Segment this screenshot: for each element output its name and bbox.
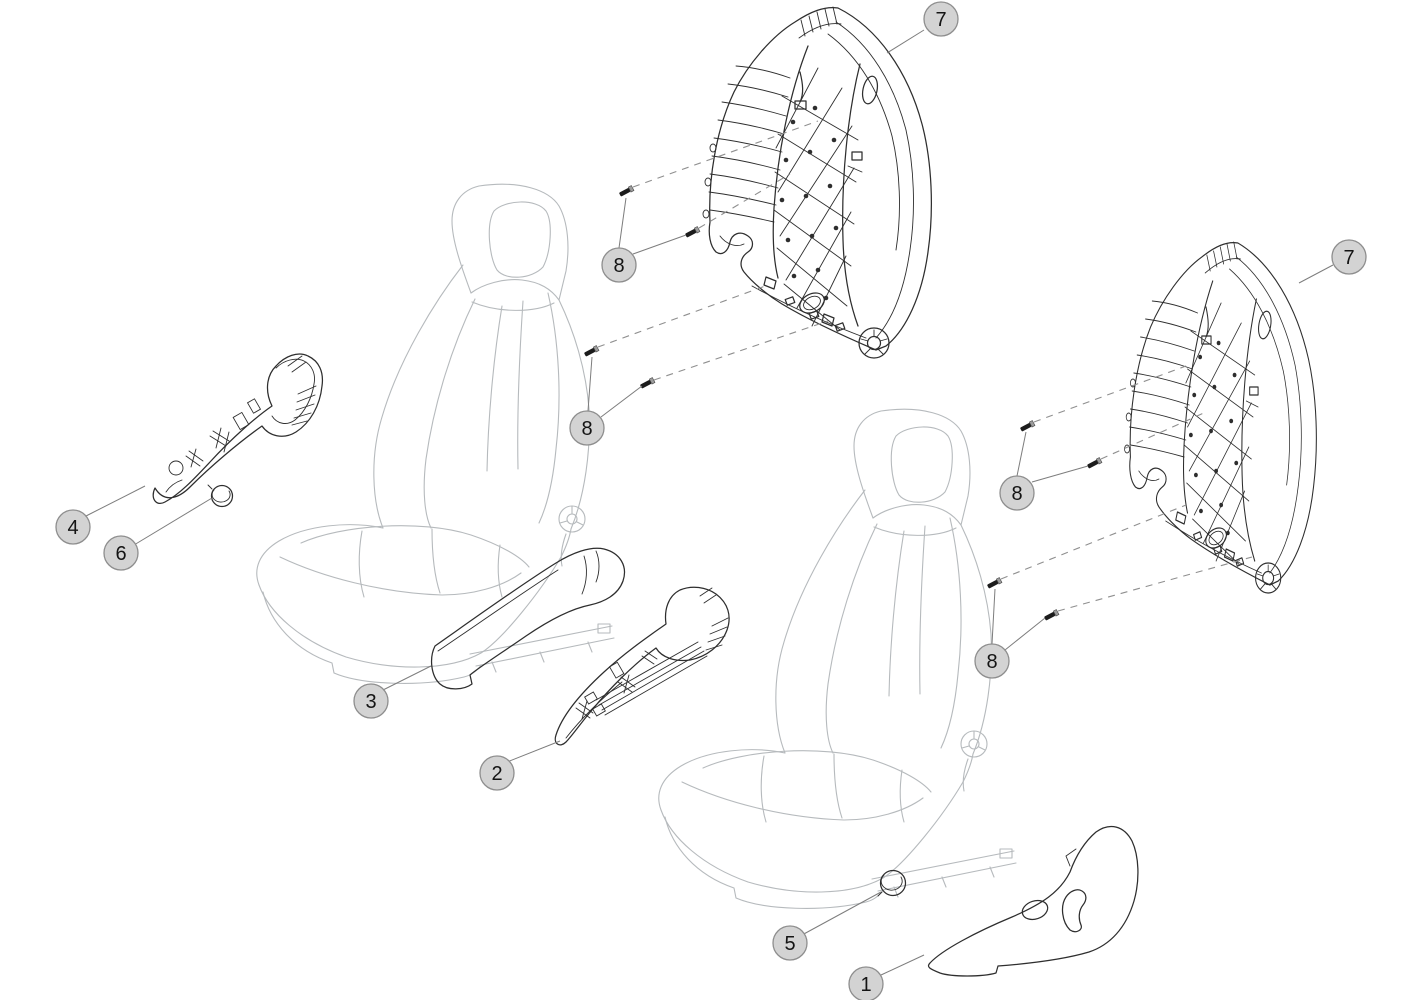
screw-alignment-dashed-lines	[597, 120, 1253, 612]
callout-3-side-valance-panel-left[interactable]: 3	[353, 683, 389, 719]
callout-8-screws-back-panel-right-upper[interactable]: 8	[999, 475, 1035, 511]
callout-2-side-trim-panel-inner-right[interactable]: 2	[479, 755, 515, 791]
screw-icon	[616, 185, 635, 199]
callout-layer: 7 8 8 4 6 3 2 7 8 8 5 1	[55, 1, 1367, 1000]
callout-number: 1	[860, 974, 871, 996]
callout-7-seat-back-panel-right[interactable]: 7	[1331, 239, 1367, 275]
front-seat-left	[256, 183, 615, 684]
side-trim-panel-inner-right	[554, 586, 730, 746]
callout-number: 8	[581, 418, 592, 440]
callout-leader-lines	[85, 29, 1334, 976]
screw-icon	[581, 345, 600, 359]
callout-7-seat-back-panel-left[interactable]: 7	[923, 1, 959, 37]
screw-icon	[984, 577, 1003, 591]
side-valance-panel-switch-right	[927, 825, 1139, 977]
callout-number: 8	[1011, 483, 1022, 505]
callout-circle[interactable]	[772, 925, 808, 961]
callout-number: 3	[365, 691, 376, 713]
callout-number: 8	[986, 651, 997, 673]
callout-8-screws-back-panel-right-lower[interactable]: 8	[974, 643, 1010, 679]
callout-circle[interactable]	[999, 475, 1035, 511]
callout-circle[interactable]	[479, 755, 515, 791]
callout-circle[interactable]	[353, 683, 389, 719]
callout-circle[interactable]	[569, 410, 605, 446]
screw-icon	[637, 377, 656, 391]
seat-back-panel-right	[1123, 241, 1317, 594]
callout-circle[interactable]	[1331, 239, 1367, 275]
callout-number: 6	[115, 543, 126, 565]
trim-cap-right	[877, 869, 907, 897]
callout-circle[interactable]	[848, 966, 884, 1000]
screw-icon	[1084, 457, 1103, 471]
screw-icon	[1041, 609, 1060, 623]
screw-icon	[1017, 420, 1036, 434]
callout-circle[interactable]	[923, 1, 959, 37]
callout-number: 8	[613, 255, 624, 277]
callout-4-side-trim-panel-inner-left[interactable]: 4	[55, 509, 91, 545]
callout-circle[interactable]	[103, 535, 139, 571]
callout-circle[interactable]	[601, 247, 637, 283]
callout-number: 7	[935, 9, 946, 31]
seat-back-panel-left	[702, 6, 932, 359]
callout-1-side-valance-panel-switch-right[interactable]: 1	[848, 966, 884, 1000]
callout-number: 5	[784, 933, 795, 955]
callout-6-trim-cap-left[interactable]: 6	[103, 535, 139, 571]
side-valance-panel-left	[430, 547, 626, 690]
callout-circle[interactable]	[974, 643, 1010, 679]
callout-number: 4	[67, 517, 78, 539]
callout-8-screws-back-panel-left-upper[interactable]: 8	[601, 247, 637, 283]
side-trim-panel-inner-left	[152, 353, 324, 504]
callout-number: 7	[1343, 247, 1354, 269]
screw-icon	[682, 226, 701, 240]
callout-5-trim-cap-right[interactable]: 5	[772, 925, 808, 961]
callout-8-screws-back-panel-left-lower[interactable]: 8	[569, 410, 605, 446]
callout-number: 2	[491, 763, 502, 785]
callout-circle[interactable]	[55, 509, 91, 545]
front-seat-right	[658, 408, 1017, 909]
trim-cap-left	[207, 484, 234, 508]
back-panel-screws	[581, 185, 1103, 623]
